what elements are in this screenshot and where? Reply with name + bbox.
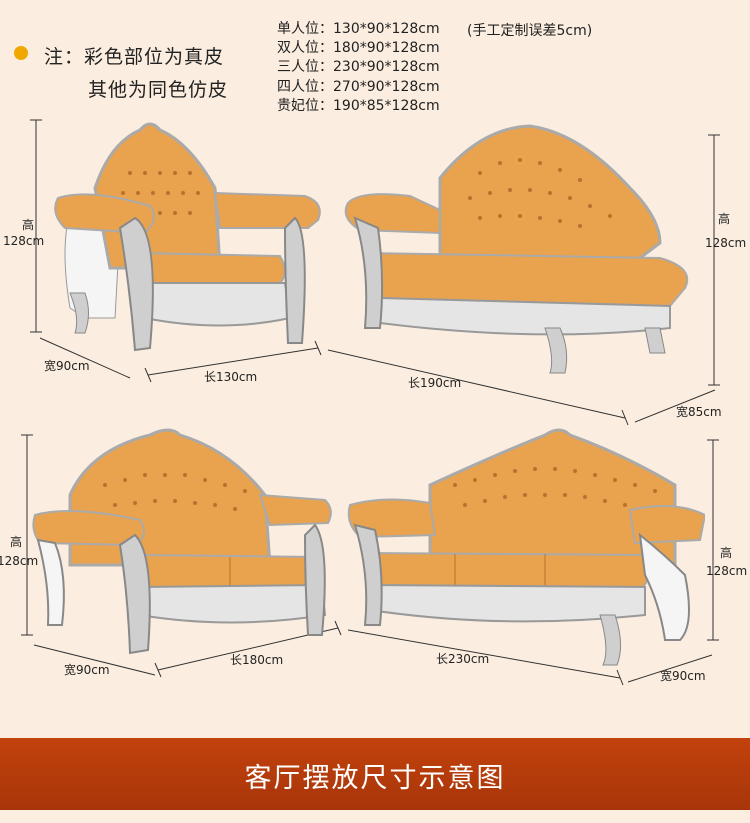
footer-banner	[0, 738, 750, 810]
chaise-sofa-illustration	[344, 124, 689, 374]
chaise-depth-label: 宽85cm	[676, 405, 722, 419]
triple-height-value: 128cm	[706, 564, 748, 578]
spec-chaise: 贵妃位：190*85*128cm	[277, 97, 440, 114]
chaise-height-value: 128cm	[705, 236, 747, 250]
spec-quad: 四人位：270*90*128cm	[277, 78, 440, 95]
note-line-2: 其他为同色仿皮	[88, 79, 229, 101]
note-bullet-icon	[14, 46, 28, 60]
triple-sofa-illustration	[347, 428, 705, 666]
chaise-height-label: 高	[717, 212, 730, 226]
spec-double: 双人位：180*90*128cm	[277, 40, 440, 57]
spec-triple: 三人位：230*90*128cm	[277, 59, 440, 76]
chaise-length-label: 长190cm	[408, 376, 462, 390]
custom-tolerance-note: (手工定制误差5cm)	[467, 23, 593, 39]
single-length-label: 长130cm	[204, 370, 258, 384]
single-sofa-illustration	[54, 122, 321, 352]
double-length-label: 长180cm	[230, 653, 284, 667]
spec-single: 单人位：130*90*128cm	[277, 21, 440, 37]
double-height-label: 高	[9, 535, 22, 549]
note-line-1: 注：彩色部位为真皮	[44, 46, 225, 68]
size-spec-list: 单人位：130*90*128cm 双人位：180*90*128cm 三人位：23…	[277, 20, 440, 116]
double-height-value: 128cm	[0, 554, 39, 568]
single-depth-label: 宽90cm	[44, 359, 90, 373]
triple-depth-label: 宽90cm	[660, 669, 706, 683]
single-height-value: 128cm	[3, 234, 45, 248]
triple-length-label: 长230cm	[436, 652, 490, 666]
double-depth-label: 宽90cm	[64, 663, 110, 677]
triple-height-label: 高	[719, 546, 732, 560]
single-height-label: 高	[21, 218, 34, 232]
double-sofa-illustration	[32, 428, 332, 655]
footer-title: 客厅摆放尺寸示意图	[244, 763, 506, 794]
